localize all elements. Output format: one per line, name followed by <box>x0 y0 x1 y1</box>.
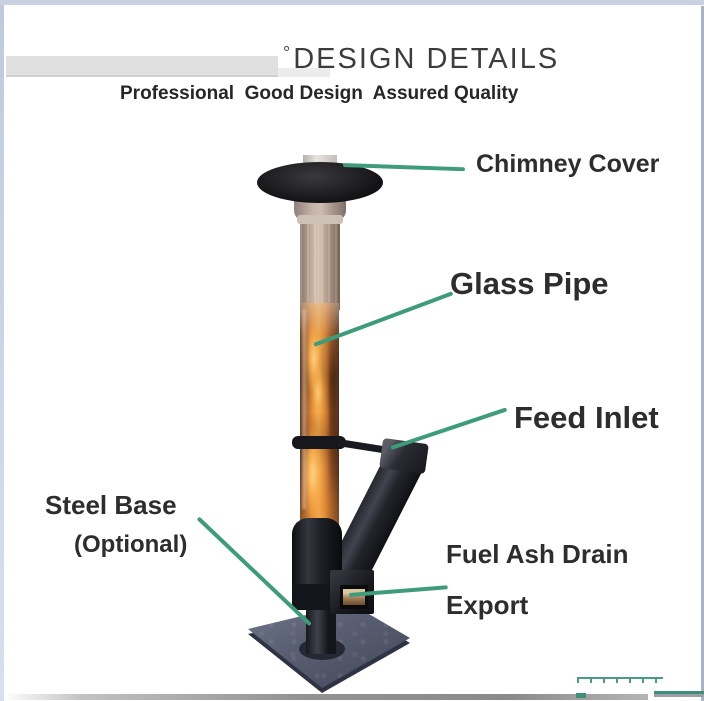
bottom-right-gray-line <box>654 694 704 697</box>
cropped-ruler-ticks <box>577 679 663 683</box>
flame-graphic <box>312 359 324 421</box>
pipe-clamp-graphic <box>292 436 346 449</box>
bottom-right-teal-line <box>654 691 704 694</box>
cropped-ruler-line <box>577 677 663 679</box>
upper-metal-pipe-graphic <box>300 212 340 310</box>
left-border <box>0 5 4 701</box>
soot-streak-graphic <box>329 333 336 493</box>
label-glass-pipe: Glass Pipe <box>450 266 609 301</box>
leader-line-feed-inlet <box>390 407 508 450</box>
right-border <box>701 6 704 701</box>
header-gray-bar-extension <box>278 68 330 77</box>
bottom-teal-mark <box>576 693 586 698</box>
chimney-cover-graphic <box>257 162 383 203</box>
label-steel-base-optional: (Optional) <box>74 531 188 558</box>
page-title: °DESIGN DETAILS <box>283 43 559 76</box>
pipe-collar-lip <box>297 215 343 224</box>
label-chimney-cover: Chimney Cover <box>476 150 660 178</box>
label-feed-inlet: Feed Inlet <box>514 400 659 435</box>
page-title-text: DESIGN DETAILS <box>293 43 560 75</box>
page-subtitle: Professional Good Design Assured Quality <box>120 83 519 104</box>
bottom-gray-band <box>6 694 648 700</box>
label-steel-base: Steel Base <box>45 490 177 520</box>
label-fuel-ash-drain: Fuel Ash Drain <box>446 539 629 569</box>
label-fuel-ash-drain-export: Export <box>446 590 529 620</box>
header-gray-bar <box>6 56 278 77</box>
degree-bullet-icon: ° <box>283 43 291 63</box>
top-border <box>0 0 704 5</box>
glass-glare-graphic <box>302 309 306 509</box>
